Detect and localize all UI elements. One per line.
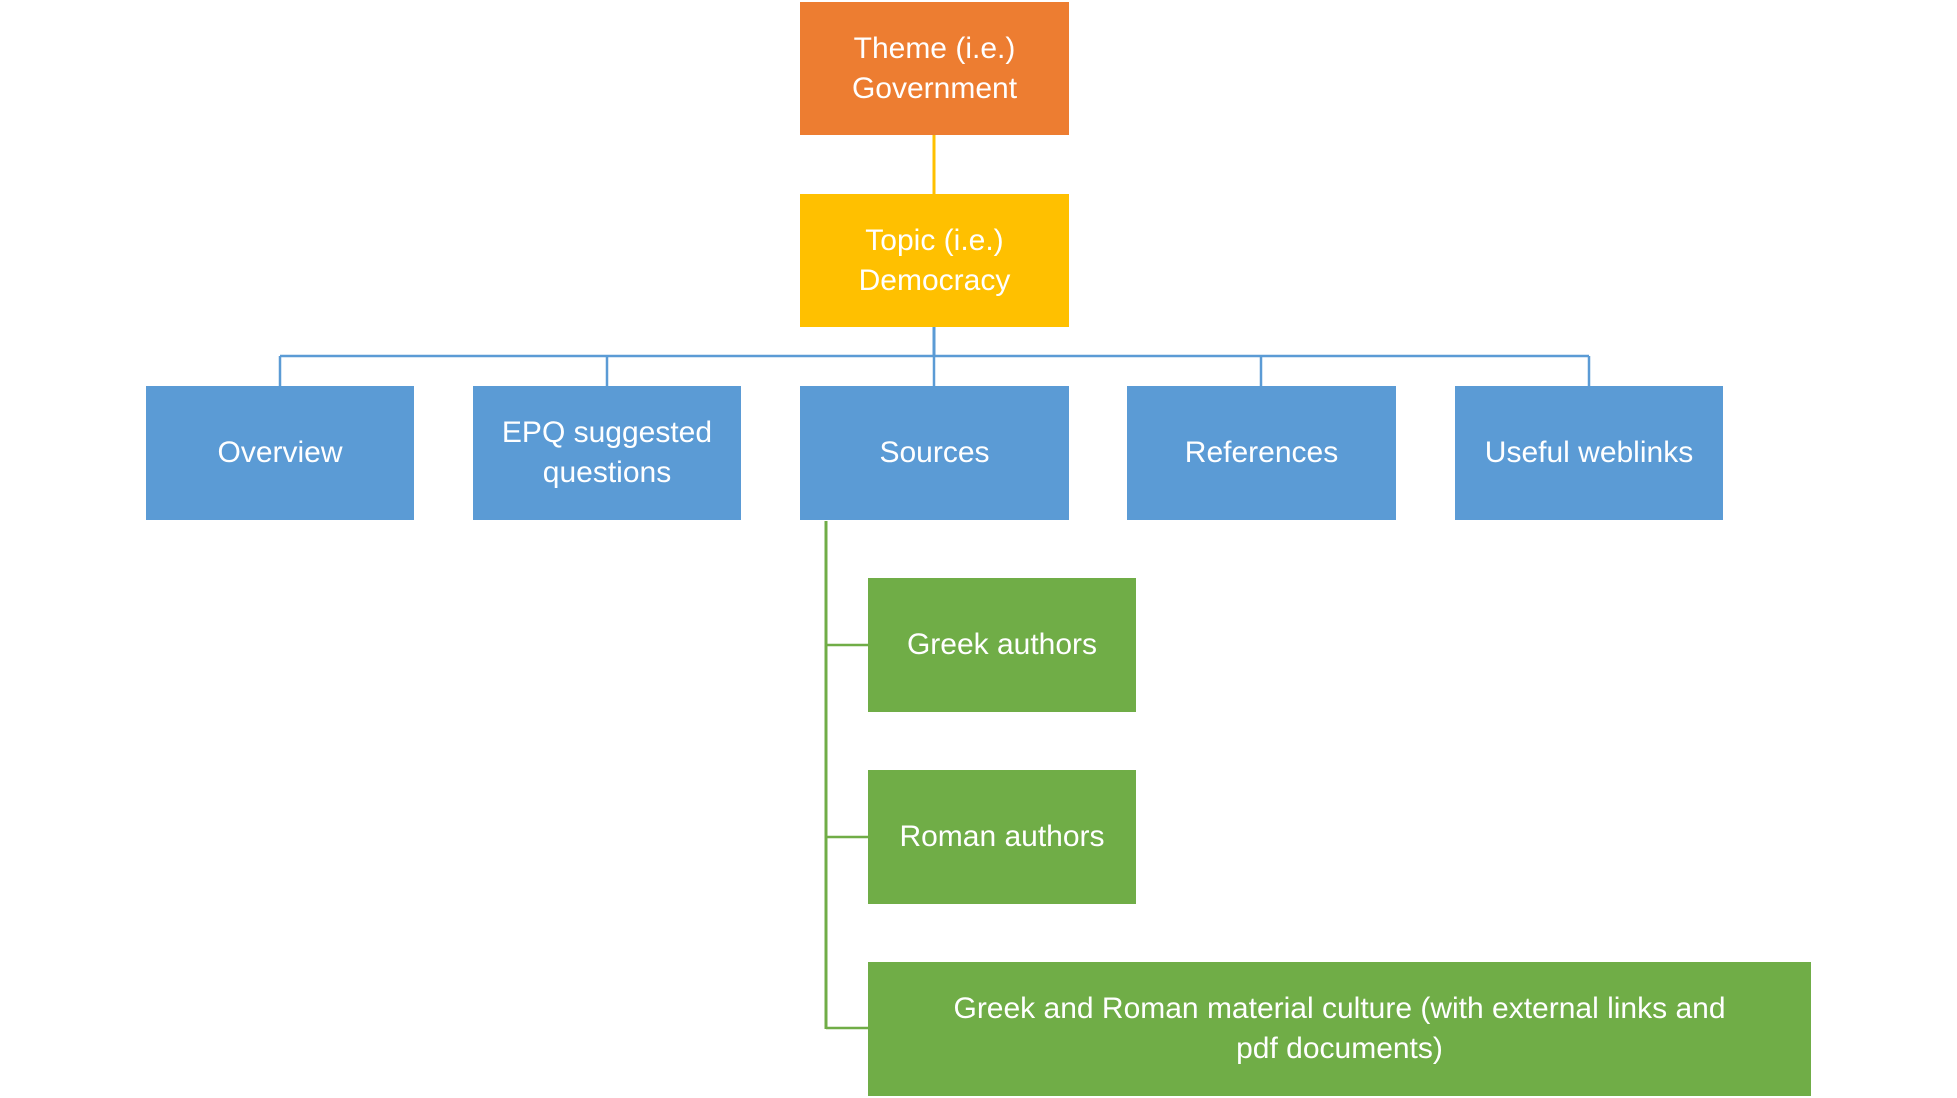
theme-node-label: Theme (i.e.) Government: [852, 29, 1017, 109]
references-node-label: References: [1184, 436, 1339, 469]
material-culture-node: Greek and Roman material culture (with e…: [868, 962, 1811, 1096]
topic-node: Topic (i.e.) Democracy: [800, 194, 1069, 327]
greek-authors-node: Greek authors: [868, 578, 1136, 712]
overview-node-label: Overview: [217, 436, 343, 469]
references-node: References: [1127, 386, 1396, 520]
greek-authors-node-label: Greek authors: [906, 628, 1098, 661]
useful-weblinks-node-label: Useful weblinks: [1484, 436, 1694, 469]
overview-node: Overview: [146, 386, 414, 520]
sources-node: Sources: [800, 386, 1069, 520]
useful-weblinks-node: Useful weblinks: [1455, 386, 1723, 520]
sources-node-label: Sources: [879, 436, 990, 469]
material-culture-node-line-1: Greek and Roman material culture (with e…: [953, 992, 1726, 1025]
topic-node-line-2: Democracy: [858, 263, 1011, 297]
epq-suggested-questions-node: EPQ suggested questions: [473, 386, 741, 520]
topic-node-label: Topic (i.e.) Democracy: [859, 221, 1011, 301]
theme-node-line-1: Theme (i.e.): [853, 31, 1016, 65]
theme-node-line-2: Government: [851, 71, 1018, 105]
material-culture-node-line-2: pdf documents): [1236, 1032, 1443, 1065]
material-culture-node-label: Greek and Roman material culture (with e…: [953, 989, 1725, 1069]
theme-node: Theme (i.e.) Government: [800, 2, 1069, 135]
roman-authors-node: Roman authors: [868, 770, 1136, 904]
roman-authors-node-label: Roman authors: [899, 820, 1105, 853]
epq-node-label: EPQ suggested questions: [502, 413, 712, 493]
topic-node-line-1: Topic (i.e.): [865, 223, 1004, 257]
epq-node-line-2: questions: [542, 456, 672, 489]
epq-node-line-1: EPQ suggested: [501, 416, 713, 449]
